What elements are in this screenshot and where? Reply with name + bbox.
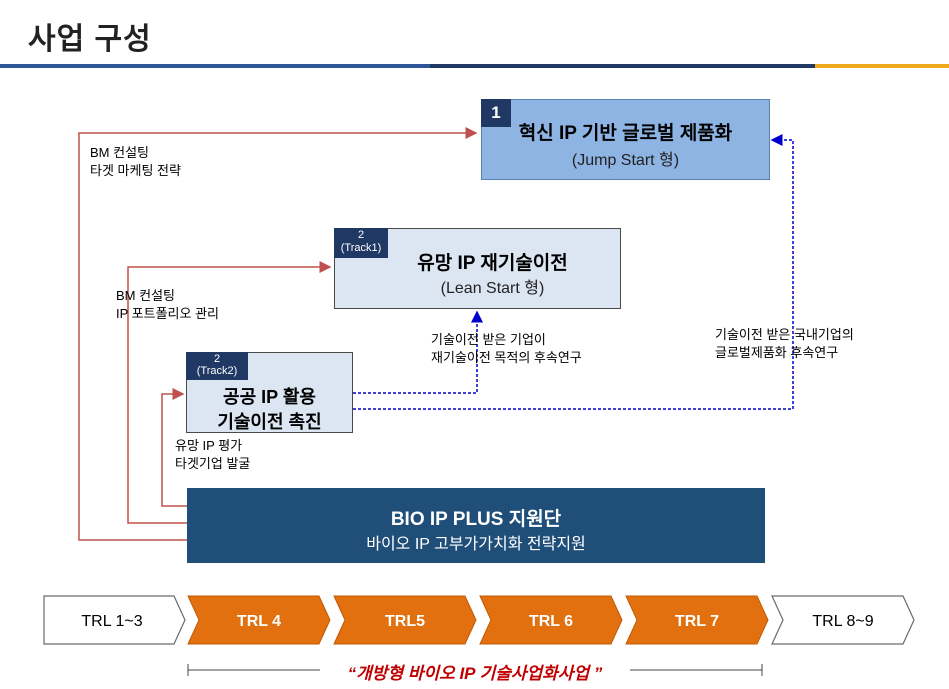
link-box3-to-box1 (353, 134, 794, 410)
box-public-ip: 공공 IP 활용 기술이전 촉진 (186, 352, 353, 433)
header-bar-blue (0, 64, 430, 68)
link-hub-to-box1 (78, 127, 478, 541)
box1-subtitle: (Jump Start 형) (571, 152, 680, 169)
box3-badge: 2 (Track2) (186, 352, 248, 380)
label-bm2-line2: IP 포트폴리오 관리 (116, 306, 219, 321)
box3-subtitle: 기술이전 촉진 (217, 412, 322, 432)
hub-subtitle: 바이오 IP 고부가가치화 전략지원 (366, 536, 586, 553)
trl-label-2: TRL 4 (237, 613, 281, 630)
trl-label-3: TRL5 (385, 613, 425, 630)
trl-label-6: TRL 8~9 (812, 613, 873, 630)
trl-label-1: TRL 1~3 (81, 613, 142, 630)
trl-arrow-6 (771, 595, 915, 645)
box3-title: 공공 IP 활용 (223, 387, 316, 407)
label-bm2: BM 컨설팅 IP 포트폴리오 관리 (116, 287, 219, 323)
box2-badge-num: 2 (357, 229, 365, 241)
box2-badge: 2 (Track1) (334, 228, 388, 258)
program-label: “개방형 바이오 IP 기술사업화사업 ” (347, 664, 603, 683)
label-bm1-line1: BM 컨설팅 (90, 145, 149, 160)
label-tt2-line2: 글로벌제품화 후속연구 (715, 345, 839, 360)
label-tech-transfer-2: 기술이전 받은 국내기업의 글로벌제품화 후속연구 (715, 326, 854, 362)
box-jump-start: 혁신 IP 기반 글로벌 제품화 (Jump Start 형) (481, 99, 770, 180)
hub-bio-ip-plus: BIO IP PLUS 지원단 바이오 IP 고부가가치화 전략지원 (187, 488, 765, 563)
trl-arrow-2 (187, 595, 331, 645)
trl-label-4: TRL 6 (529, 613, 573, 630)
trl-arrow-4 (479, 595, 623, 645)
box2-title: 유망 IP 재기술이전 (417, 253, 568, 274)
label-tt2-line1: 기술이전 받은 국내기업의 (715, 327, 854, 342)
label-tt1-line1: 기술이전 받은 기업이 (431, 332, 546, 347)
page-title: 사업 구성 (28, 23, 152, 56)
label-bm2-line1: BM 컨설팅 (116, 288, 175, 303)
link-hub-to-box3 (161, 388, 187, 507)
link-hub-to-box2 (127, 261, 332, 524)
label-bm1-line2: 타겟 마케팅 전략 (90, 163, 181, 178)
box2-subtitle: (Lean Start 형) (440, 280, 545, 297)
box1-title: 혁신 IP 기반 글로벌 제품화 (518, 123, 733, 144)
trl-timeline: TRL 1~3 TRL 4 TRL5 TRL 6 TRL 7 TRL 8~9 (43, 595, 915, 645)
box3-badge-num: 2 (213, 353, 221, 365)
box1-badge: 1 (481, 99, 511, 127)
label-bm1: BM 컨설팅 타겟 마케팅 전략 (90, 144, 181, 180)
trl-arrow-1 (43, 595, 186, 645)
trl-label-5: TRL 7 (675, 613, 719, 630)
box2-badge-track: (Track1) (340, 242, 382, 254)
header-bar-navy (430, 64, 815, 68)
trl-arrow-3 (333, 595, 477, 645)
hub-title: BIO IP PLUS 지원단 (390, 509, 562, 530)
label-ip-line2: 타겟기업 발굴 (175, 456, 251, 471)
box3-badge-track: (Track2) (196, 365, 238, 377)
label-ip-line1: 유망 IP 평가 (175, 438, 243, 453)
label-tech-transfer-1: 기술이전 받은 기업이 재기술이전 목적의 후속연구 (431, 331, 582, 367)
label-tt1-line2: 재기술이전 목적의 후속연구 (431, 350, 582, 365)
label-ip-eval: 유망 IP 평가 타겟기업 발굴 (175, 437, 250, 473)
header-bar-gold (815, 64, 949, 68)
link-box3-to-box2 (353, 310, 483, 394)
trl-arrow-5 (625, 595, 769, 645)
